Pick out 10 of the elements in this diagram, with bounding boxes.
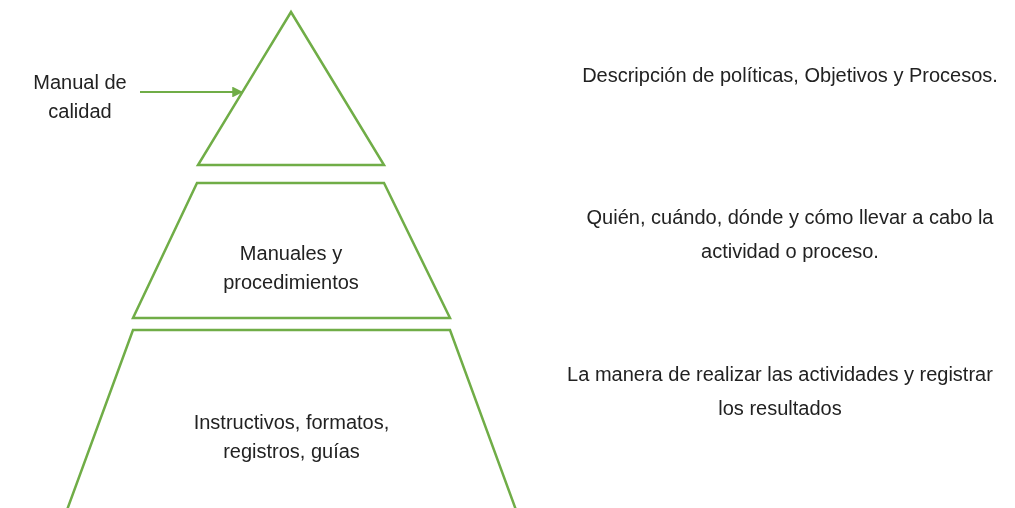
level-label: Instructivos, formatos, registros, guías	[192, 410, 391, 464]
callout-label: Manual de calidad	[32, 70, 128, 124]
pyramid-top	[196, 10, 386, 167]
pyramid-level	[65, 328, 518, 508]
pyramid-level	[131, 181, 452, 320]
description-text: La manera de realizar las actividades y registrar los resultados	[566, 362, 994, 421]
level-label: Manuales y procedimientos	[222, 241, 360, 295]
description-text: Descripción de políticas, Objetivos y Procesos.	[581, 63, 999, 88]
arrow	[139, 86, 244, 98]
description-text: Quién, cuándo, dónde y cómo llevar a cabo la actividad o proceso.	[585, 205, 995, 264]
